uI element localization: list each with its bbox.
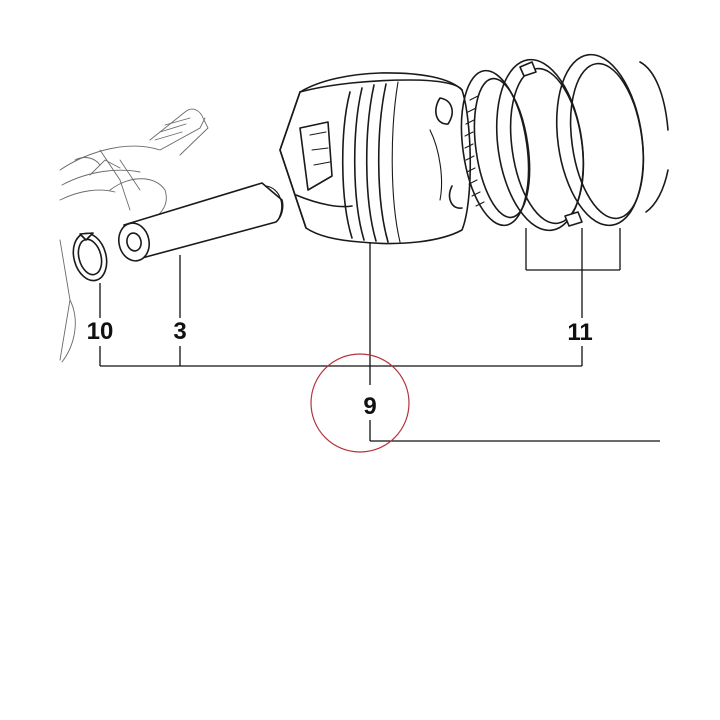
- callout-3: 3: [173, 318, 186, 345]
- highlight-circle: [310, 353, 410, 453]
- piston-part: [279, 72, 472, 245]
- snap-ring-part: [72, 232, 108, 282]
- leader-lines: [99, 228, 660, 442]
- callout-9: 9: [363, 393, 376, 420]
- piston-pin-part: [118, 182, 284, 262]
- piston-rings-part: [460, 53, 669, 232]
- callout-11: 11: [567, 319, 592, 346]
- callout-10: 10: [87, 318, 114, 345]
